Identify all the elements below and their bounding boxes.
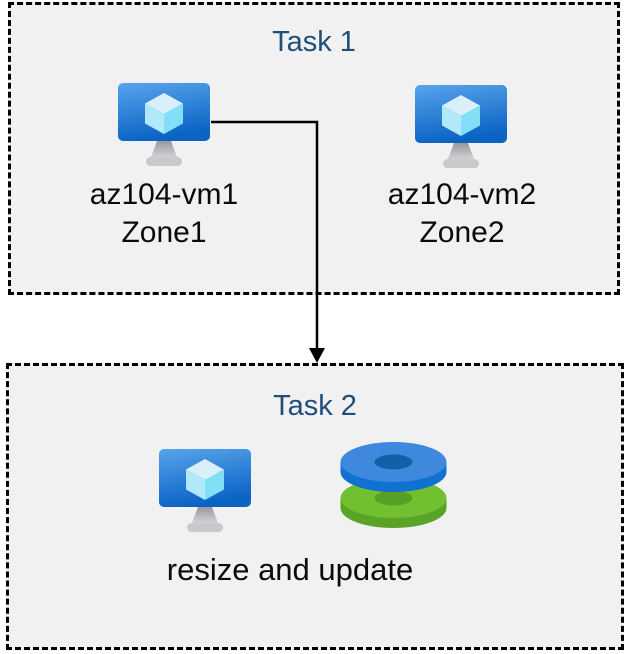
task2-panel: Task 2 resize and update — [6, 363, 624, 650]
virtual-machine-icon — [414, 84, 508, 172]
vm2-zone: Zone2 — [419, 216, 505, 249]
vm2-label: az104-vm2 Zone2 — [342, 176, 582, 252]
task2-caption: resize and update — [166, 552, 414, 587]
vm1-zone: Zone1 — [121, 216, 207, 249]
virtual-machine-icon — [117, 82, 211, 170]
task1-title: Task 1 — [272, 26, 356, 58]
task1-panel: Task 1 az104-vm1 Zone1 az104-vm2 Zone2 — [8, 2, 620, 295]
managed-disks-icon — [340, 442, 447, 528]
vm1-name: az104-vm1 — [89, 178, 239, 211]
vm1-label: az104-vm1 Zone1 — [44, 176, 284, 252]
task2-title: Task 2 — [273, 390, 357, 422]
vm2-name: az104-vm2 — [387, 178, 537, 211]
virtual-machine-icon — [158, 448, 252, 536]
arrow-head-icon — [309, 348, 325, 363]
